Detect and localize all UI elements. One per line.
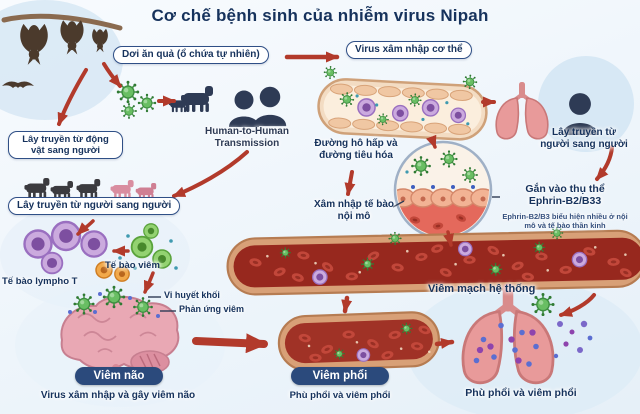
label-systemic-vasculitis: Viêm mạch hệ thống — [428, 283, 536, 295]
receptor-line2: Ephrin-B2/B33 — [528, 195, 602, 208]
endothelium-inset-illustration — [393, 140, 493, 240]
receptor-line1: Gắn vào thụ thể — [525, 183, 605, 195]
immune-cell-cluster — [23, 220, 178, 282]
label-receptor-note: Ephrin-B2/B3 biểu hiện nhiều ở nội mô và… — [502, 212, 628, 230]
caption-encephalitis: Virus xâm nhập và gây viêm não — [40, 390, 196, 401]
flow-arrows — [57, 51, 614, 354]
caption-pneumonia: Phù phổi và viêm phổi — [289, 390, 391, 401]
pulmonary-vessel-illustration — [277, 311, 440, 372]
virus-dot-cluster-right — [553, 320, 593, 359]
label-pointer-lines — [148, 196, 500, 312]
flying-bat-icon — [2, 81, 34, 88]
label-respiratory-digestive: Đường hô hấp và đường tiêu hóa — [314, 138, 398, 161]
badge-encephalitis: Viêm não — [75, 367, 163, 385]
badge-pneumonia: Viêm phổi — [291, 367, 389, 385]
label-person-to-person-left: Lây truyền từ người sang người — [8, 197, 181, 215]
label-animal-to-human: Lây truyền từ động vật sang người — [8, 131, 123, 160]
lower-lungs-illustration — [463, 284, 555, 383]
label-person-to-person-right: Lây truyền từ người sang người — [540, 127, 628, 150]
label-endothelial-invasion: Xâm nhập tế bào nội mô — [314, 199, 395, 222]
caption-pulmonary-edema: Phù phổi và viêm phổi — [465, 387, 577, 399]
systemic-vessel-illustration — [226, 226, 640, 296]
label-inflammatory-response: Phản ứng viêm — [179, 304, 245, 314]
label-microthrombi: Vi huyết khối — [164, 290, 220, 300]
virus-cluster — [116, 80, 157, 120]
fruit-bats-illustration — [1, 13, 123, 88]
human-pair-silhouette — [229, 86, 287, 127]
label-virus-entry: Virus xâm nhập cơ thể — [346, 41, 472, 59]
label-human-to-human: Human-to-Human Transmission — [205, 126, 289, 149]
label-receptor-binding: Gắn vào thụ thể Ephrin-B2/B33 — [504, 183, 626, 208]
label-t-lymphocyte: Tế bào lympho T — [2, 276, 78, 287]
label-bat-reservoir: Dơi ăn quả (ổ chứa tự nhiên) — [113, 46, 269, 64]
page-title: Cơ chế bệnh sinh của nhiễm virus Nipah — [151, 6, 489, 25]
label-inflammatory-cells: Tế bào viêm — [105, 260, 160, 271]
upper-vessel-illustration — [317, 65, 488, 141]
